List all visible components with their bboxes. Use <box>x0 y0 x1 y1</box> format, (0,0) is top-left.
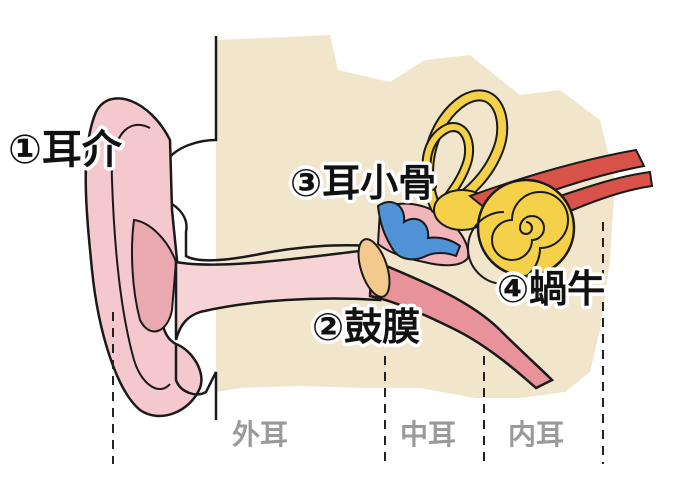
cochlea-shape <box>476 178 576 278</box>
cochlea-spiral <box>467 191 569 285</box>
auricle-inner-fold <box>110 123 171 390</box>
label-eardrum: ②鼓膜 <box>312 305 420 349</box>
eustachian-tube <box>368 258 555 390</box>
auricle-concha <box>131 218 178 333</box>
ear-canal <box>174 248 382 341</box>
region-inner-ear: 内耳 <box>508 418 564 451</box>
label-auricle: ①耳介 <box>8 127 123 173</box>
ossicles-shape <box>376 201 462 261</box>
region-middle-ear: 中耳 <box>400 418 456 451</box>
label-ossicles: ③耳小骨 <box>290 161 436 205</box>
lower-contour <box>174 344 218 420</box>
label-cochlea: ④蝸牛 <box>497 267 605 311</box>
semicircular-canal-inner-fill <box>423 124 473 203</box>
region-outer-ear: 外耳 <box>232 418 288 451</box>
vestibular-nerve <box>558 170 654 214</box>
eardrum-shape <box>357 238 391 298</box>
